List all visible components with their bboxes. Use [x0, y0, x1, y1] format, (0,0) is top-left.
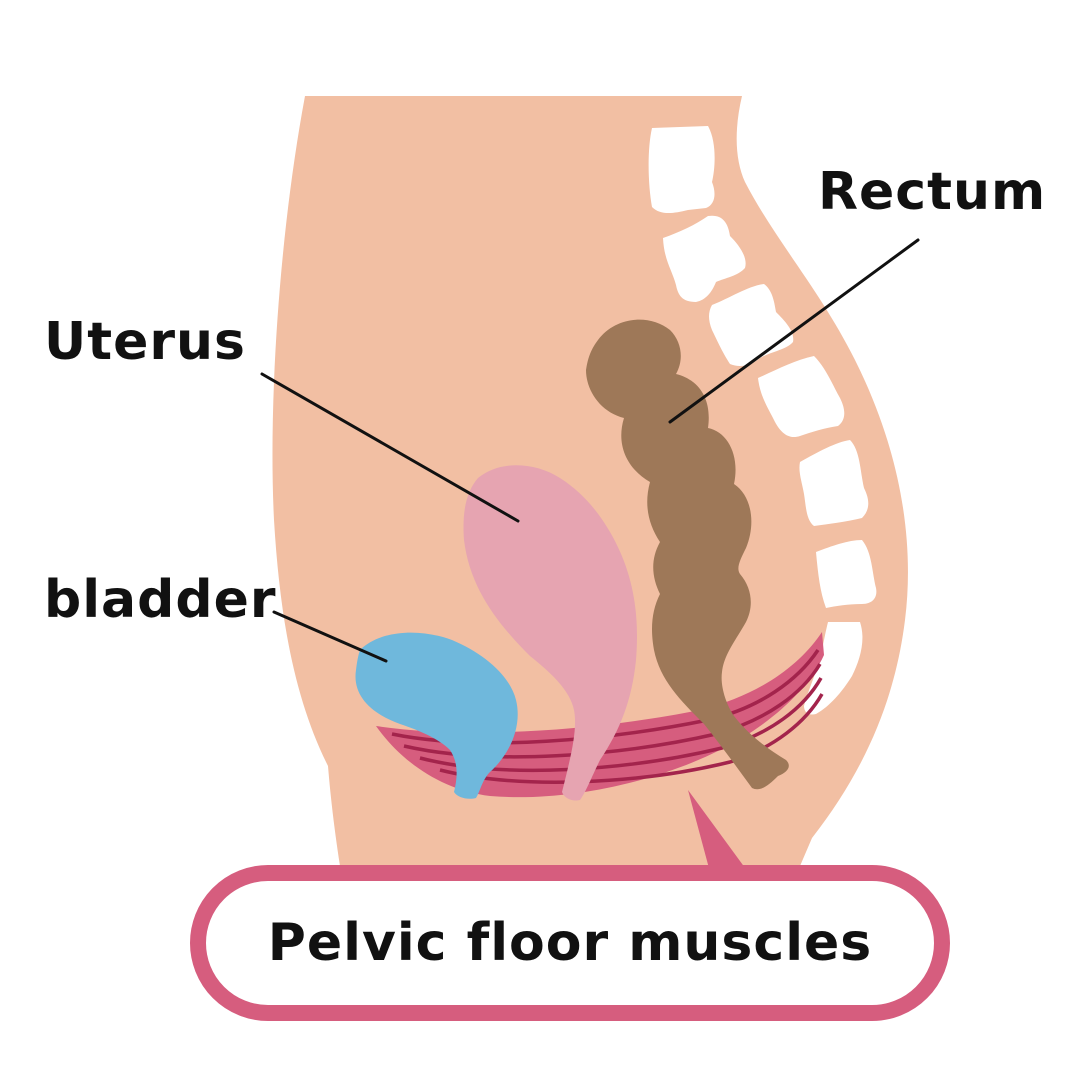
uterus-leader-line: [260, 372, 520, 523]
muscle-fiber: [439, 693, 824, 784]
rectum-shape: [586, 319, 789, 790]
rectum-leader-line: [668, 238, 920, 424]
vertebra: [648, 126, 715, 214]
bladder-label: bladder: [44, 570, 277, 630]
caption-pointer: [688, 790, 748, 872]
caption-box: [190, 865, 950, 1021]
bladder-shape: [355, 632, 518, 799]
vertebra: [816, 540, 877, 608]
vertebra: [799, 440, 869, 526]
vertebra: [663, 215, 746, 302]
caption-text: Pelvic floor muscles: [267, 913, 873, 973]
vertebra: [804, 622, 863, 715]
rectum-label: Rectum: [818, 162, 1047, 222]
uterus-label: Uterus: [44, 312, 246, 372]
leader-lines: [260, 238, 920, 663]
bladder-leader-line: [272, 610, 388, 663]
uterus-shape: [463, 465, 637, 801]
vertebra: [758, 356, 845, 438]
